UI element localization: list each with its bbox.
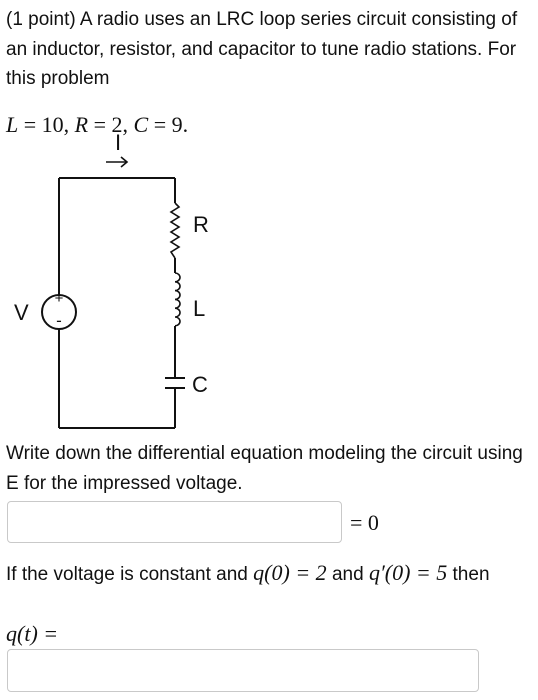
initial-condition-qprime0: q′(0) = 5 — [368, 560, 448, 585]
equals-zero-label: = 0 — [350, 510, 379, 535]
resistor-label: R — [193, 212, 209, 237]
question-two-intro: If the voltage is constant and — [6, 564, 248, 585]
param-l-value: 10 — [41, 112, 64, 137]
resistor-icon — [169, 202, 181, 259]
q-of-t-label: q(t) = — [6, 621, 59, 646]
source-minus-sign: - — [56, 311, 62, 330]
then-word: then — [452, 564, 490, 585]
voltage-source-label: V — [14, 300, 29, 325]
param-c-symbol: C — [133, 112, 149, 137]
q-of-t-input[interactable] — [7, 649, 479, 692]
circuit-parameters: L = 10, R = 2, C = 9. — [6, 112, 189, 137]
and-connector: and — [331, 564, 364, 585]
capacitor-icon — [165, 377, 185, 389]
initial-condition-q0: q(0) = 2 — [253, 560, 327, 585]
problem-intro: (1 point) A radio uses an LRC loop serie… — [6, 9, 518, 89]
circuit-wires — [58, 177, 176, 429]
inductor-icon — [174, 272, 181, 327]
question-one-text: Write down the differential equation mod… — [6, 443, 523, 494]
differential-equation-input[interactable] — [7, 501, 342, 543]
param-r-value: 2 — [111, 112, 123, 137]
question-two-text: If the voltage is constant and q(0) = 2 … — [6, 558, 534, 590]
param-l-symbol: L — [6, 112, 19, 137]
param-r-symbol: R — [74, 112, 89, 137]
inductor-label: L — [193, 296, 205, 321]
param-c-value: 9 — [171, 112, 183, 137]
lrc-circuit-diagram: I R L C + - V — [0, 128, 216, 439]
source-plus-sign: + — [55, 290, 64, 307]
current-arrow-icon — [106, 156, 129, 168]
voltage-source-icon — [41, 294, 77, 330]
current-label: I — [115, 130, 121, 155]
capacitor-label: C — [192, 372, 208, 397]
